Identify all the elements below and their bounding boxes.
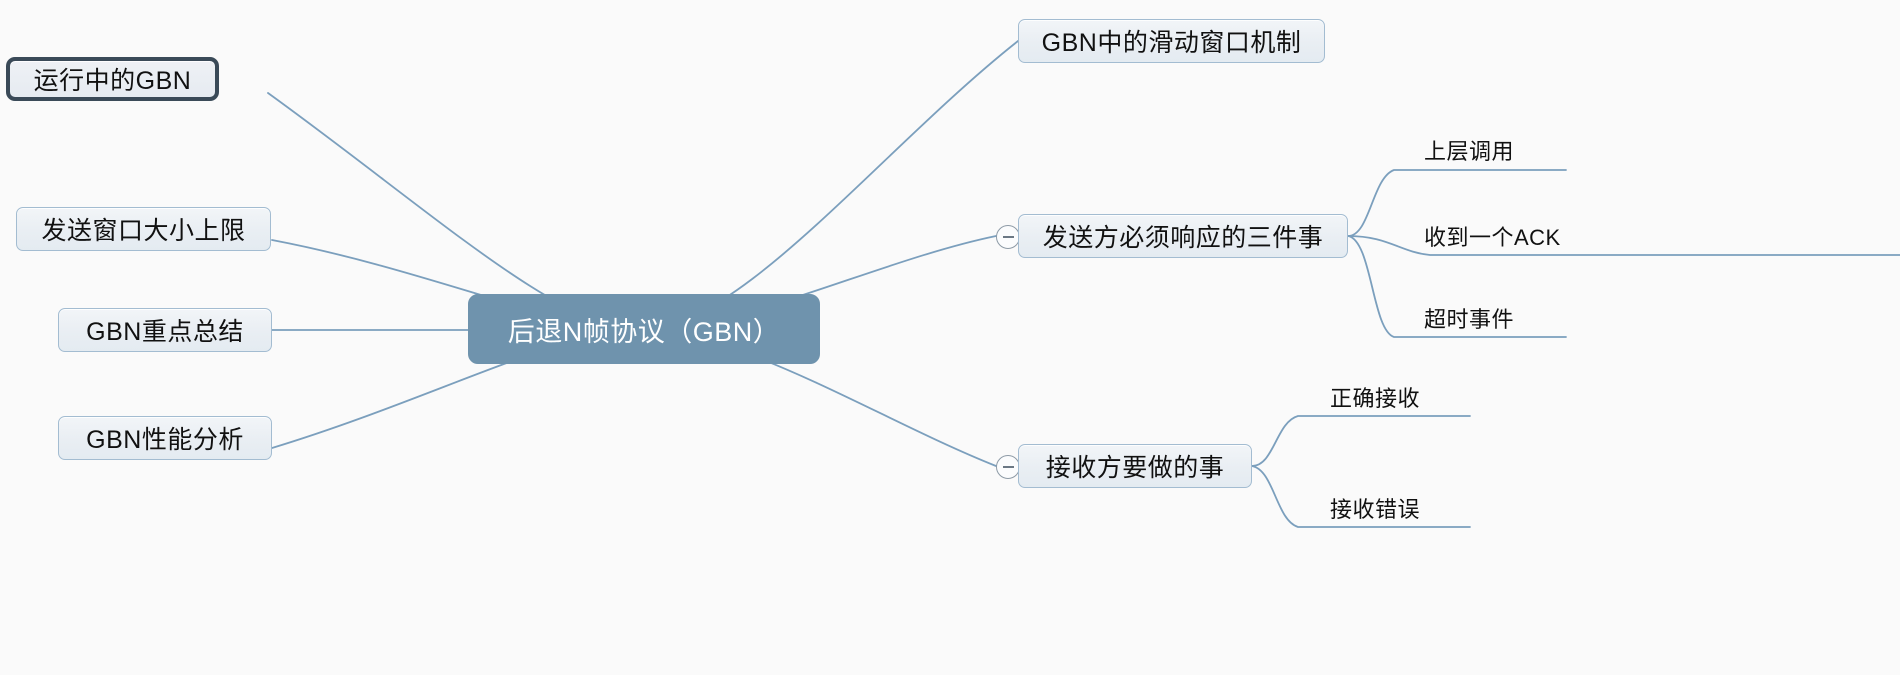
minus-glyph [1002,466,1014,468]
branch-node-send-window-limit[interactable]: 发送窗口大小上限 [16,207,271,251]
minus-circle-icon-receiver-duties[interactable] [996,455,1020,479]
branch-node-label: 发送窗口大小上限 [41,217,246,245]
branch-node-label: 运行中的GBN [33,67,192,95]
branch-node-receiver-duties[interactable]: 接收方要做的事 [1018,444,1252,488]
leaf-node-upper-call[interactable]: 上层调用 [1424,139,1515,164]
branch-node-sender-duties[interactable]: 发送方必须响应的三件事 [1018,214,1348,258]
root-node[interactable]: 后退N帧协议（GBN） [468,294,820,364]
root-node-label: 后退N帧协议（GBN） [507,316,781,347]
branch-node-label: 接收方要做的事 [1045,454,1225,482]
leaf-node-timeout-event[interactable]: 超时事件 [1424,307,1515,332]
branch-node-label: GBN中的滑动窗口机制 [1041,29,1302,57]
branch-node-label: GBN重点总结 [86,318,244,346]
branch-node-sliding-window[interactable]: GBN中的滑动窗口机制 [1018,19,1325,63]
connector-sender-to-ack [1347,235,1900,256]
branch-node-running-gbn[interactable]: 运行中的GBN [6,57,219,101]
minus-glyph [1002,236,1014,238]
branch-node-gbn-summary[interactable]: GBN重点总结 [58,308,272,352]
minus-circle-icon-sender-duties[interactable] [996,225,1020,249]
branch-node-label: GBN性能分析 [86,426,244,454]
branch-node-gbn-performance[interactable]: GBN性能分析 [58,416,272,460]
connector-sender-to-upper-call [1347,169,1567,237]
connector-sender-to-timeout [1347,235,1567,338]
branch-node-label: 发送方必须响应的三件事 [1042,224,1324,252]
connector-receiver-to-error [1251,465,1471,528]
leaf-node-correct-receive[interactable]: 正确接收 [1330,386,1421,411]
connector-receiver-to-correct [1251,415,1471,467]
leaf-node-receive-error[interactable]: 接收错误 [1330,497,1421,522]
leaf-node-receive-ack[interactable]: 收到一个ACK [1424,225,1561,250]
